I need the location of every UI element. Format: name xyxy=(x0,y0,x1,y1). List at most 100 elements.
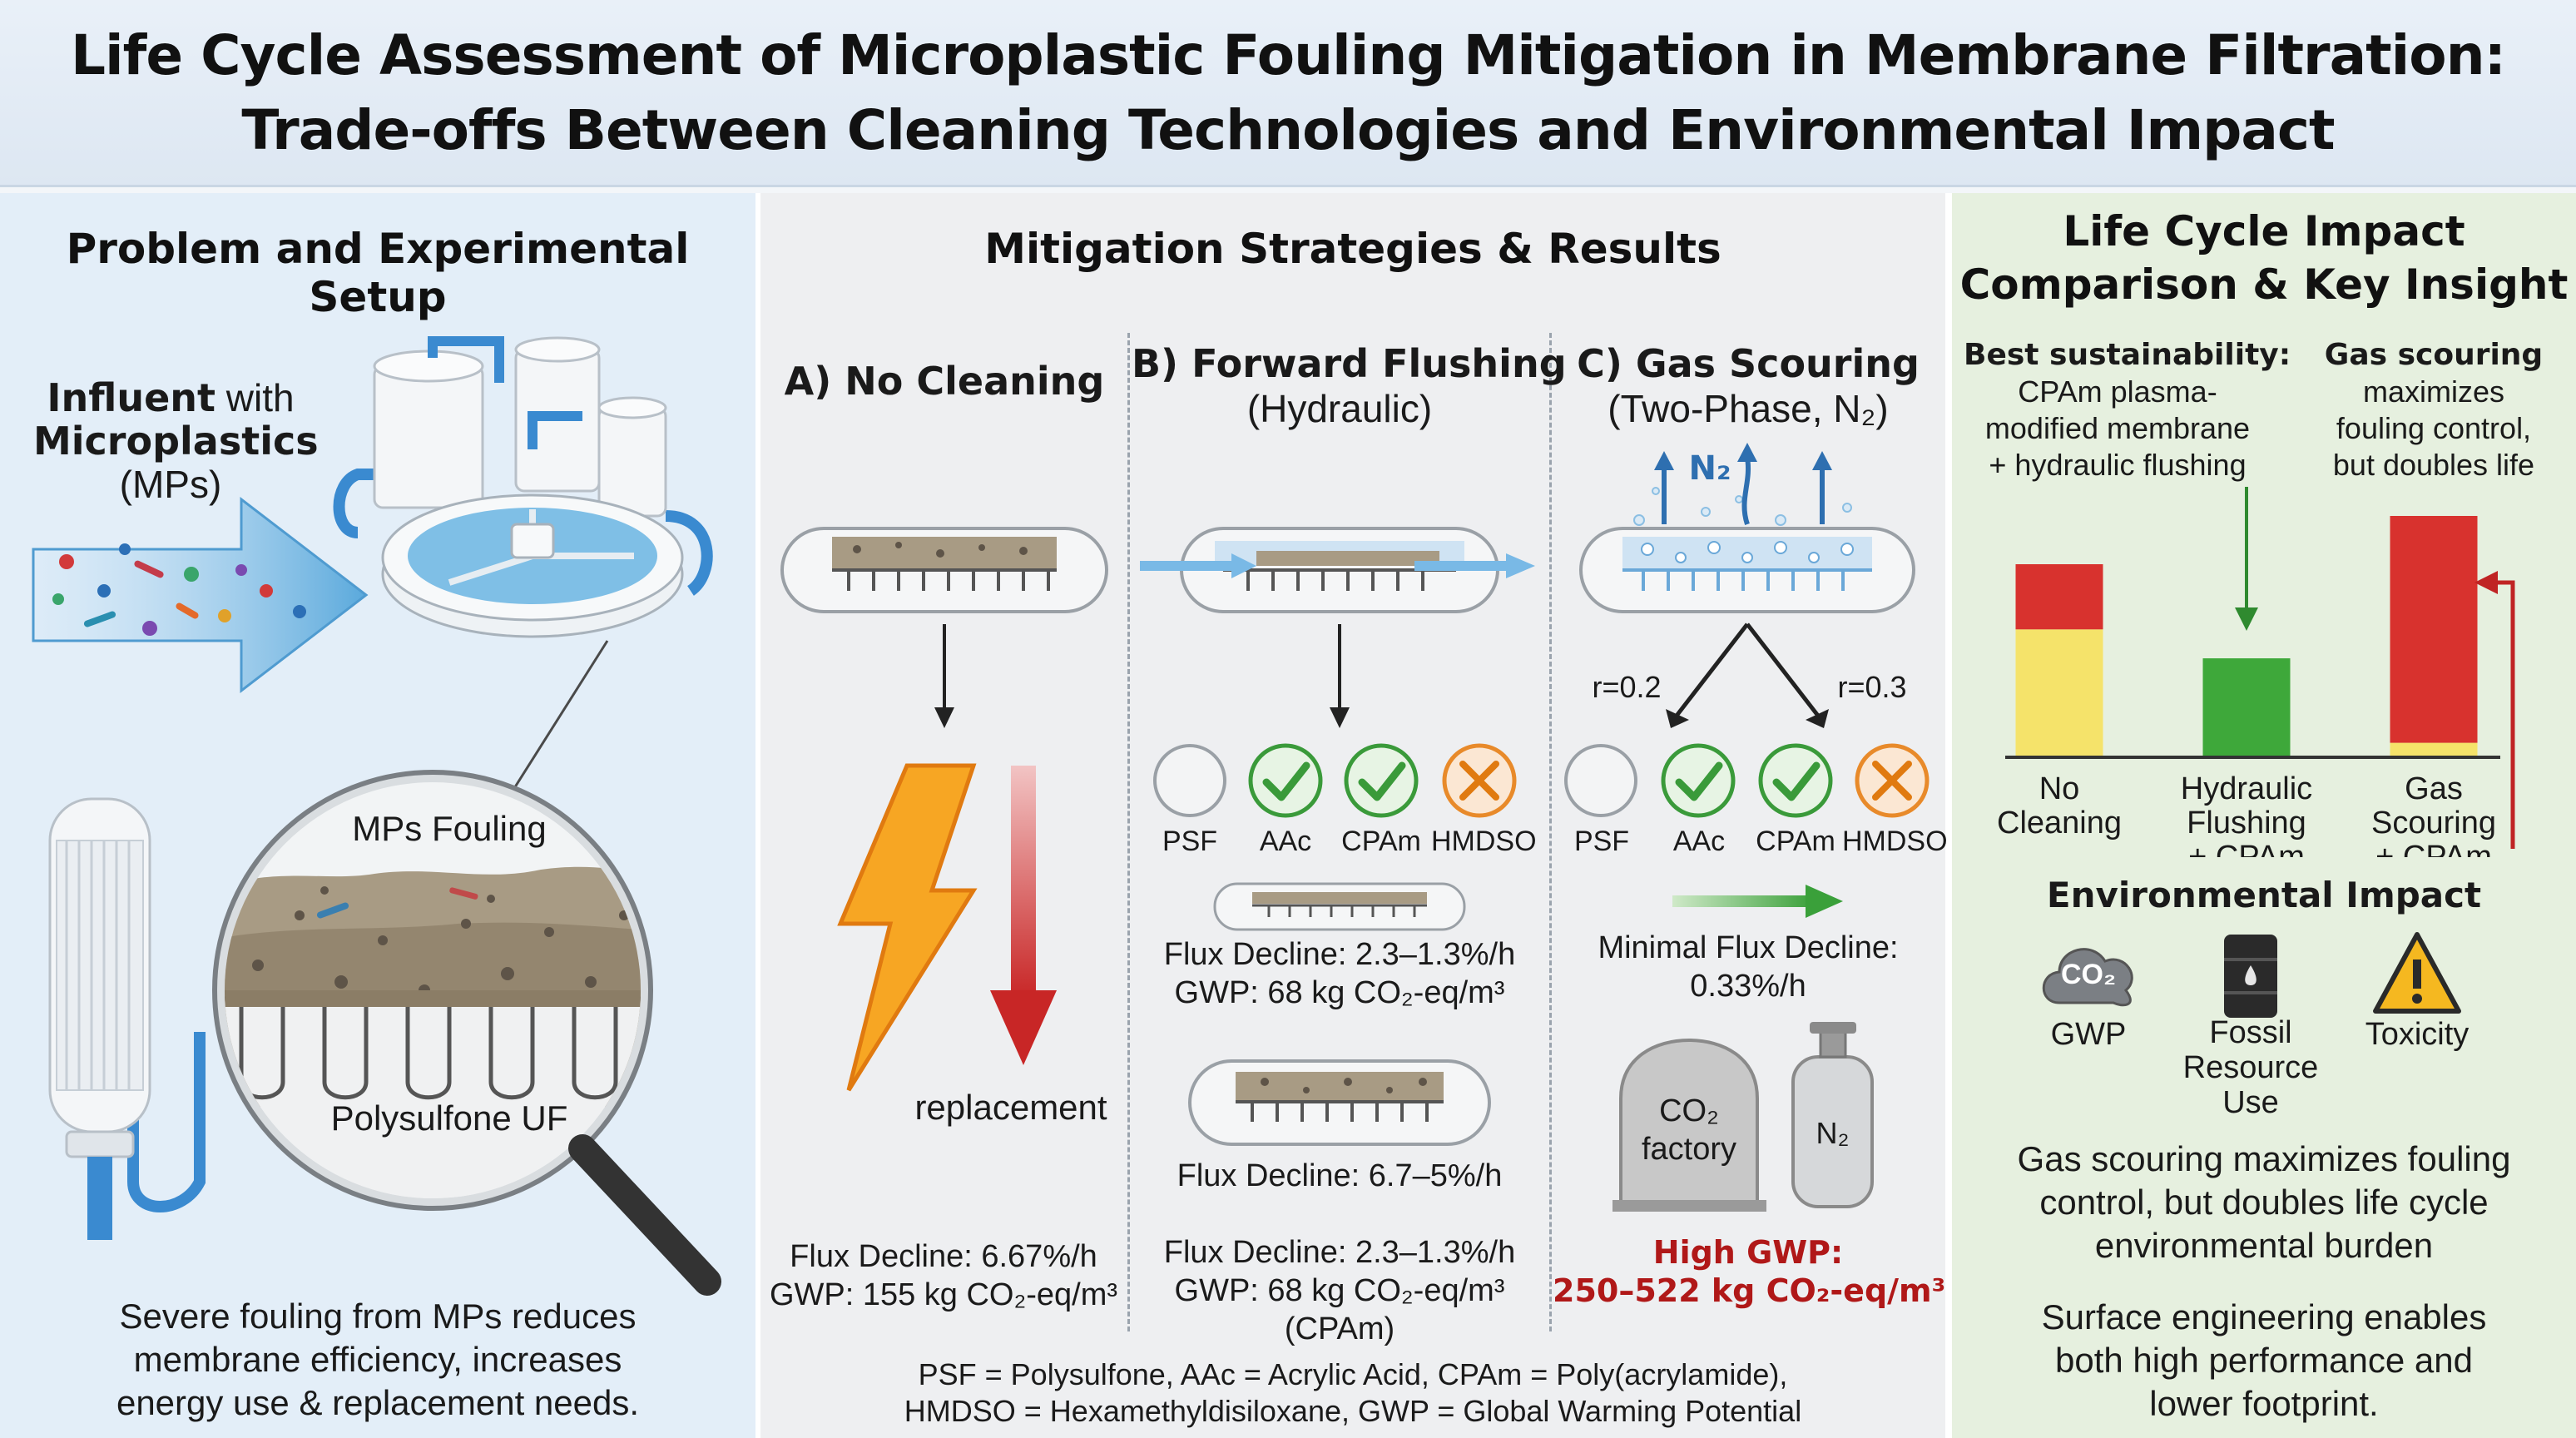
material-label: AAc xyxy=(1259,826,1312,857)
lightning-icon xyxy=(837,763,978,1092)
strategy-b-sub: (Hydraulic) xyxy=(1246,387,1433,430)
gas-line: maximizes xyxy=(2362,374,2504,409)
summary-line: Severe fouling from MPs reduces xyxy=(119,1297,637,1336)
tombstone-and-cylinder-icon xyxy=(1612,1022,1874,1212)
x-tick-label: Gas xyxy=(2405,771,2463,806)
bar-segment xyxy=(2202,658,2291,757)
microplastics-bold: Microplastics xyxy=(33,419,319,464)
x-tick-label: + CPAm xyxy=(2375,840,2492,857)
gas-scouring-membrane-icon xyxy=(1579,443,1915,613)
best-sustainability-note: Best sustainability: CPAm plasma- modifi… xyxy=(1964,336,2291,483)
strategy-c-title: C) Gas Scouring (Two-Phase, N₂) xyxy=(1553,341,1944,431)
gas-line: but doubles life xyxy=(2332,448,2535,482)
membrane-status-row-c xyxy=(1564,743,1930,818)
influent-label: Influent with Microplastics (MPs) xyxy=(33,375,319,506)
best-line: modified membrane xyxy=(1984,411,2251,445)
influent-rest: with xyxy=(215,376,295,419)
insight-surface-engineering: Surface engineering enables both high pe… xyxy=(1952,1296,2576,1426)
split-arrow-icon xyxy=(1666,622,1829,728)
thin-fouling-membrane-icon xyxy=(1213,882,1466,931)
column-divider xyxy=(1549,333,1552,1331)
left-summary: Severe fouling from MPs reduces membrane… xyxy=(0,1295,755,1425)
strategy-b-name: B) Forward Flushing xyxy=(1132,341,1567,386)
gas-scouring-note: Gas scouring maximizes fouling control, … xyxy=(2305,336,2563,483)
cylinder-label: N₂ xyxy=(1816,1116,1850,1150)
material-label: CPAm xyxy=(1341,826,1421,857)
down-arrow-icon xyxy=(934,624,954,728)
warning-icon xyxy=(2373,932,2461,1014)
minimal-flux-value: 0.33%/h xyxy=(1690,969,1806,1004)
neutral-circle-icon xyxy=(1153,744,1226,817)
cpam-note: (CPAm) xyxy=(1284,1312,1395,1346)
title-line-2: Trade-offs Between Cleaning Technologies… xyxy=(241,98,2335,162)
flux-decline-b3: Flux Decline: 2.3–1.3%/h xyxy=(1163,1235,1516,1270)
high-gwp-value: 250–522 kg CO₂-eq/m³ xyxy=(1553,1272,1946,1309)
insight-line: Gas scouring maximizes fouling xyxy=(2017,1139,2511,1178)
bar-segment xyxy=(2015,629,2103,757)
oil-barrel-icon xyxy=(2224,935,2277,1018)
right-heading-line: Comparison & Key Insight xyxy=(1959,260,2569,309)
tombstone-label: CO₂ factory xyxy=(1618,1092,1760,1168)
x-tick-label: Scouring xyxy=(2371,806,2496,840)
right-heading: Life Cycle Impact Comparison & Key Insig… xyxy=(1952,205,2576,311)
check-icon xyxy=(1344,743,1419,818)
insight-line: both high performance and xyxy=(2054,1341,2473,1380)
bar-segment xyxy=(2015,564,2103,630)
treatment-plant-icon xyxy=(333,336,713,638)
footnote-line: PSF = Polysulfone, AAc = Acrylic Acid, C… xyxy=(918,1357,1788,1391)
fossil-line: Fossil xyxy=(2209,1015,2292,1050)
abbreviation-footnote: PSF = Polysulfone, AAc = Acrylic Acid, C… xyxy=(760,1356,1945,1430)
title-banner: Life Cycle Assessment of Microplastic Fo… xyxy=(0,0,2576,187)
x-tick-label: Hydraulic xyxy=(2181,771,2312,806)
icon-label-fossil: Fossil Resource Use xyxy=(2172,1015,2330,1120)
title-line-1: Life Cycle Assessment of Microplastic Fo… xyxy=(70,23,2506,87)
strategy-b-results-3: Flux Decline: 2.3–1.3%/h GWP: 68 kg CO₂-… xyxy=(1132,1233,1548,1348)
middle-heading: Mitigation Strategies & Results xyxy=(984,225,1721,273)
icon-label-gwp: GWP xyxy=(2050,1017,2127,1052)
ratio-label: r=0.3 xyxy=(1837,670,1907,704)
filter-cartridge-icon xyxy=(48,797,206,1240)
insight-line: control, but doubles life cycle xyxy=(2039,1183,2489,1222)
flux-decline-b2: Flux Decline: 6.7–5%/h xyxy=(1177,1158,1503,1193)
insight-line: lower footprint. xyxy=(2149,1384,2379,1423)
influent-bold: Influent xyxy=(47,375,216,420)
material-label: HMDSO xyxy=(1431,826,1537,857)
fouled-membrane-icon-b xyxy=(1188,1059,1491,1146)
fossil-line: Resource xyxy=(2182,1050,2319,1085)
high-gwp-callout: High GWP: 250–522 kg CO₂-eq/m³ xyxy=(1553,1233,1946,1310)
x-tick-label: No xyxy=(2039,771,2080,806)
best-line: CPAm plasma- xyxy=(2018,374,2217,409)
minimal-flux-label: Minimal Flux Decline: xyxy=(1598,930,1899,965)
green-arrow-icon xyxy=(1672,885,1843,918)
co2-icon-text: CO₂ xyxy=(2060,959,2117,990)
best-title: Best sustainability: xyxy=(1964,338,2291,372)
material-label: PSF xyxy=(1162,826,1218,857)
right-panel xyxy=(1952,193,2576,1438)
gas-title: Gas scouring xyxy=(2324,338,2544,372)
strategy-c-name: C) Gas Scouring xyxy=(1577,341,1920,386)
co2-cloud-icon xyxy=(2042,948,2133,1007)
gwp-a: GWP: 155 kg CO₂-eq/m³ xyxy=(769,1277,1118,1312)
flux-decline-a: Flux Decline: 6.67%/h xyxy=(790,1239,1097,1274)
icon-label-toxicity: Toxicity xyxy=(2365,1017,2469,1052)
fossil-line: Use xyxy=(2222,1085,2279,1120)
gwp-b1: GWP: 68 kg CO₂-eq/m³ xyxy=(1174,975,1505,1010)
replacement-label: replacement xyxy=(914,1088,1107,1127)
x-tick-label: + CPAm xyxy=(2188,840,2305,857)
mps-abbrev: (MPs) xyxy=(119,463,222,506)
tombstone-factory: factory xyxy=(1641,1132,1737,1167)
page-title: Life Cycle Assessment of Microplastic Fo… xyxy=(0,0,2576,168)
material-label: HMDSO xyxy=(1842,826,1948,857)
tombstone-co2: CO₂ xyxy=(1659,1093,1719,1128)
strategy-a-results: Flux Decline: 6.67%/h GWP: 155 kg CO₂-eq… xyxy=(760,1237,1127,1314)
left-heading: Problem and Experimental Setup xyxy=(66,225,690,321)
n2-label: N₂ xyxy=(1688,449,1731,488)
inflow-arrow-icon xyxy=(32,496,369,694)
high-gwp-label: High GWP: xyxy=(1652,1234,1844,1271)
panel-divider xyxy=(1945,193,1952,1438)
bar-segment xyxy=(2390,516,2478,743)
summary-line: energy use & replacement needs. xyxy=(116,1383,640,1422)
strategy-c-sub: (Two-Phase, N₂) xyxy=(1608,387,1889,430)
footnote-line: HMDSO = Hexamethyldisiloxane, GWP = Glob… xyxy=(904,1394,1802,1428)
